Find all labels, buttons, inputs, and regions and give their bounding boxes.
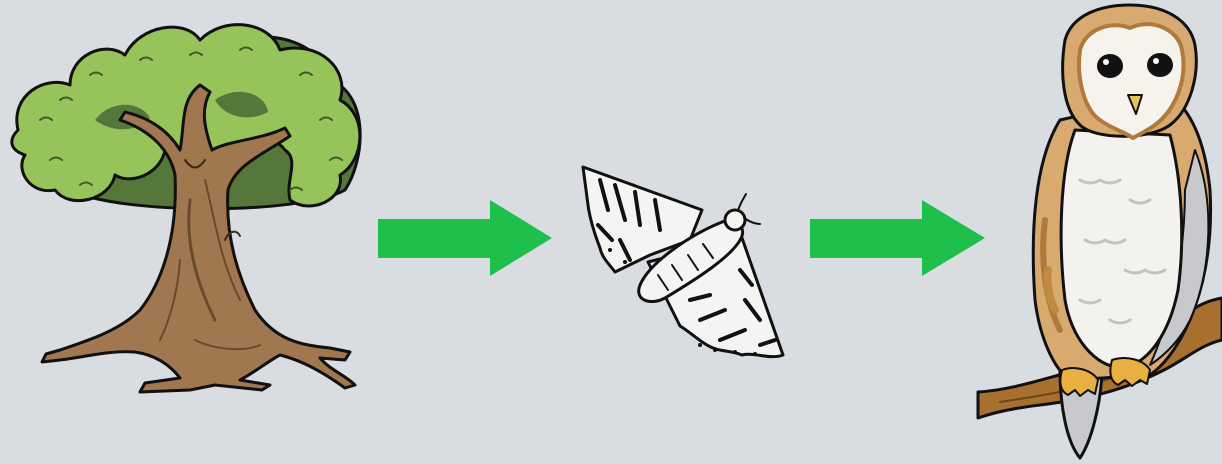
food-chain-svg xyxy=(0,0,1222,464)
food-chain-diagram xyxy=(0,0,1222,464)
